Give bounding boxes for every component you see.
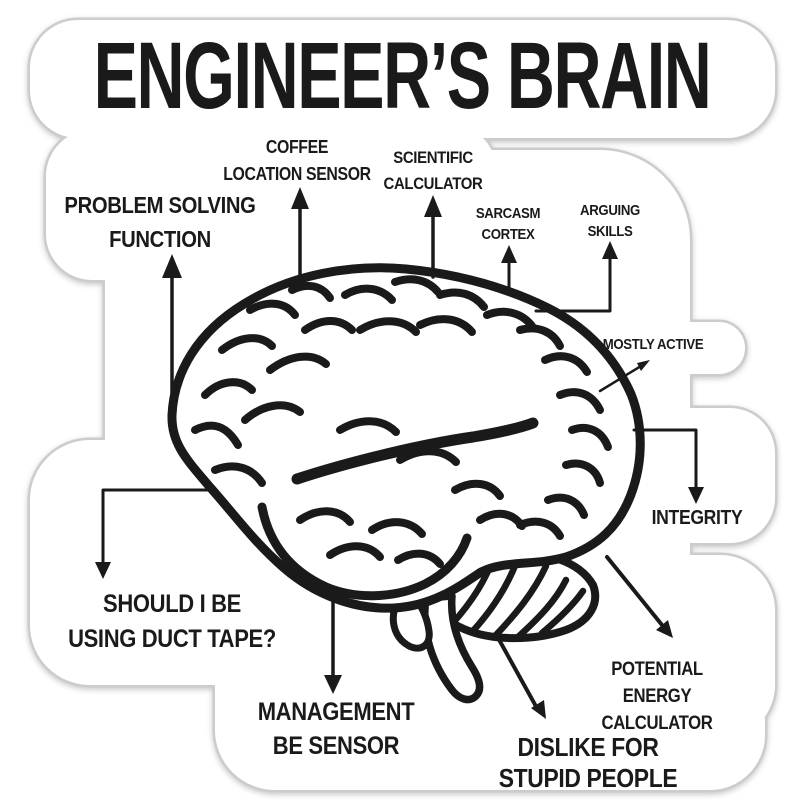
brain-illustration (167, 263, 645, 704)
label-coffee-location-sensor: COFFEE LOCATION SENSOR (223, 137, 371, 184)
arrow-coffee-location-sensor (291, 187, 309, 289)
label-dislike-for-stupid-people: DISLIKE FOR STUPID PEOPLE (498, 732, 678, 793)
sticker-title: ENGINEER’S BRAIN (93, 23, 712, 129)
lateral-fissure (291, 417, 539, 485)
label-management-be-sensor: MANAGEMENT BE SENSOR (257, 698, 415, 760)
label-mostly-active: MOSTLY ACTIVE (602, 336, 704, 353)
arrow-potential-energy (605, 555, 673, 638)
label-potential-energy-calculator: POTENTIAL ENERGY CALCULATOR (601, 659, 713, 734)
arrow-sarcasm-cortex (501, 245, 517, 293)
brain-stem (421, 592, 484, 704)
label-integrity: INTEGRITY (651, 507, 743, 529)
arrow-integrity (632, 428, 704, 504)
arrow-scientific-calculator (424, 195, 442, 279)
label-problem-solving-function: PROBLEM SOLVING FUNCTION (64, 192, 256, 252)
arrow-arguing-skills (534, 241, 618, 313)
arrow-mostly-active (598, 360, 650, 393)
label-sarcasm-cortex: SARCASM CORTEX (475, 205, 541, 243)
arrow-duct-tape (95, 488, 214, 579)
label-should-i-be-using-duct-tape: SHOULD I BE USING DUCT TAPE? (68, 590, 276, 653)
label-scientific-calculator: SCIENTIFIC CALCULATOR (383, 148, 483, 193)
annotation-arrows (95, 187, 704, 719)
gyri-squiggles (191, 275, 612, 568)
temporal-lobe-line (257, 502, 472, 601)
arrow-dislike-stupid-people (495, 634, 546, 719)
arrow-management-be-sensor (324, 599, 342, 694)
arrow-problem-solving-function (162, 254, 182, 405)
label-arguing-skills: ARGUING SKILLS (580, 202, 640, 240)
